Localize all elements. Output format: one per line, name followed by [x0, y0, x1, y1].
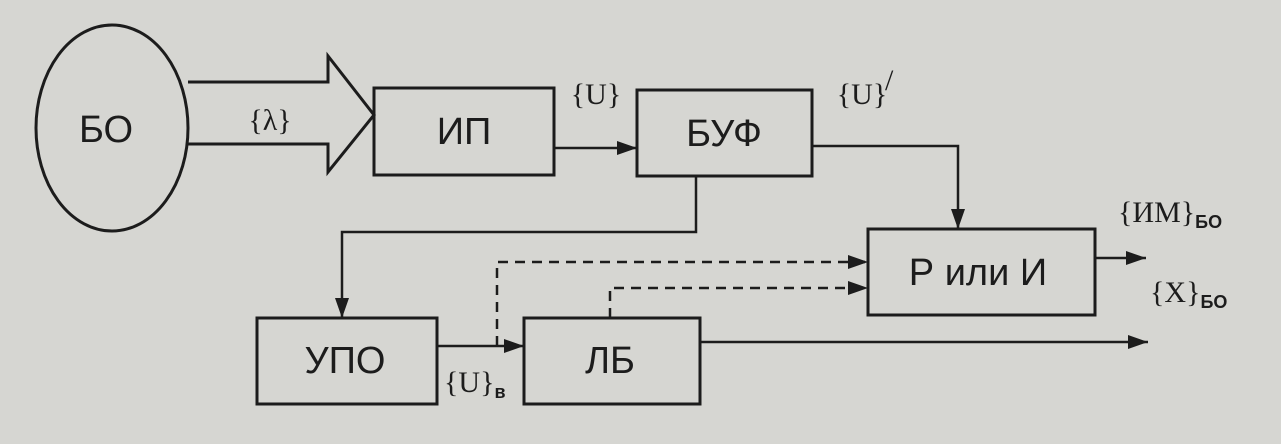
- lambda-signal-label: {λ}: [248, 104, 291, 137]
- upo-label: УПО: [304, 340, 385, 382]
- upo-block: [255, 316, 439, 406]
- im-signal-label: {ИМ}БО: [1118, 196, 1222, 232]
- ri-block: [866, 227, 1097, 317]
- im-signal-main: {ИМ}: [1118, 196, 1195, 229]
- u-b-signal-main: {U}: [444, 366, 494, 399]
- im-signal-sub: БО: [1195, 212, 1222, 232]
- ip-block: [372, 86, 556, 177]
- x-signal-sub: БО: [1200, 292, 1227, 312]
- u-prime-signal-label: {U}: [837, 78, 887, 111]
- bo-label: БО: [79, 109, 133, 151]
- bo-ellipse: [34, 23, 190, 233]
- u-prime-mark: /: [885, 64, 894, 97]
- ri-label: Р или И: [909, 252, 1047, 294]
- buf-to-ri-arrow: [812, 144, 965, 229]
- x-signal-main: {X}: [1150, 276, 1200, 309]
- u-b-signal-label: {U}в: [444, 366, 506, 402]
- ip-label: ИП: [437, 111, 492, 153]
- lb-label: ЛБ: [585, 340, 635, 382]
- u-signal-label: {U}: [571, 78, 621, 111]
- buf-label: БУФ: [686, 113, 762, 155]
- dashed-upo-to-ri-arrow: [495, 255, 868, 346]
- buf-block: [635, 88, 814, 178]
- x-signal-label: {X}БО: [1150, 276, 1227, 312]
- lb-block: [522, 316, 702, 406]
- u-b-signal-sub: в: [494, 382, 505, 402]
- buf-to-upo-arrow: [335, 176, 698, 318]
- dashed-lb-to-ri-arrow: [608, 281, 868, 318]
